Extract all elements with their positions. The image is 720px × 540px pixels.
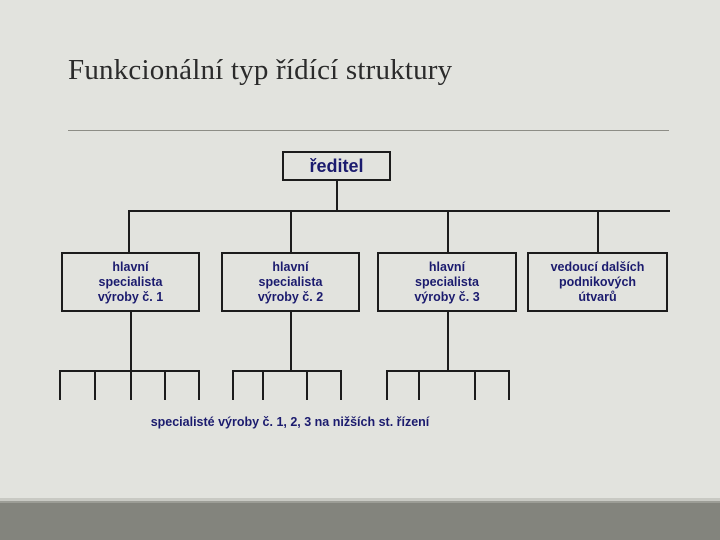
connector-stub-1-4 <box>164 370 166 400</box>
footer-edge <box>0 501 720 503</box>
page-title: Funkcionální typ řídící struktury <box>68 54 453 86</box>
title-divider <box>68 130 669 131</box>
connector-stub-2-1 <box>232 370 234 400</box>
org-node-specialist-3: hlavní specialista výroby č. 3 <box>377 252 517 312</box>
connector-stem-group-1 <box>130 312 132 370</box>
connector-stub-3-1 <box>386 370 388 400</box>
footer-highlight <box>0 498 720 501</box>
connector-stub-2-2 <box>262 370 264 400</box>
connector-stub-3-2 <box>418 370 420 400</box>
connector-stem-group-3 <box>447 312 449 370</box>
connector-stub-1-5 <box>198 370 200 400</box>
connector-drop-spec2 <box>290 210 292 252</box>
diagram-caption: specialisté výroby č. 1, 2, 3 na nižších… <box>150 415 430 429</box>
connector-stub-1-1 <box>59 370 61 400</box>
connector-drop-spec3 <box>447 210 449 252</box>
connector-stub-2-4 <box>340 370 342 400</box>
connector-stub-2-3 <box>306 370 308 400</box>
org-node-specialist-1: hlavní specialista výroby č. 1 <box>61 252 200 312</box>
footer-bar <box>0 503 720 540</box>
connector-stub-1-3 <box>130 370 132 400</box>
connector-drop-spec1 <box>128 210 130 252</box>
connector-bar-group-3 <box>386 370 509 372</box>
connector-stub-1-2 <box>94 370 96 400</box>
connector-stub-3-3 <box>474 370 476 400</box>
connector-root-stem <box>336 181 338 210</box>
connector-bar-group-2 <box>232 370 342 372</box>
org-node-specialist-2: hlavní specialista výroby č. 2 <box>221 252 360 312</box>
connector-stub-3-4 <box>508 370 510 400</box>
connector-drop-other <box>597 210 599 252</box>
org-node-other-units: vedoucí dalších podnikových útvarů <box>527 252 668 312</box>
org-node-director: ředitel <box>282 151 391 181</box>
connector-bar-group-1 <box>59 370 199 372</box>
connector-level2-bar <box>128 210 670 212</box>
connector-stem-group-2 <box>290 312 292 370</box>
